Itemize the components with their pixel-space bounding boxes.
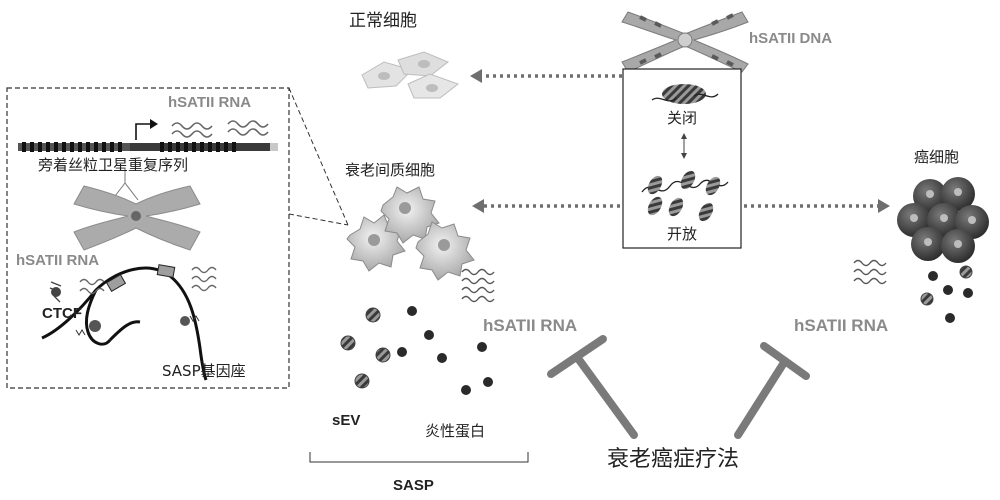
cancer-cells xyxy=(897,177,989,263)
cancer-cell-label: 癌细胞 xyxy=(914,148,960,166)
ctcf-label: CTCF xyxy=(42,305,82,322)
repeat-sequence-bar xyxy=(18,142,278,152)
sasp-label: SASP xyxy=(393,477,434,494)
transcription-start-arrow xyxy=(135,123,154,140)
senescent-stromal-cell-label: 衰老间质细胞 xyxy=(345,161,436,179)
inset-chromosome xyxy=(73,185,201,251)
arrowhead-to-cancer xyxy=(878,199,890,213)
inhibitor-right xyxy=(734,342,810,439)
open-label: 开放 xyxy=(667,225,698,243)
rna-strands-center xyxy=(461,268,495,303)
locus-block-2 xyxy=(156,264,176,278)
inhibitor-left xyxy=(547,335,638,439)
senescent-cells xyxy=(346,186,475,281)
normal-cells xyxy=(361,51,460,99)
sasp-bracket xyxy=(309,452,529,463)
locus-block-1 xyxy=(105,273,127,293)
top-chromosome xyxy=(621,11,749,73)
ctcf-symbol xyxy=(49,281,62,303)
chromatin-box xyxy=(622,68,742,249)
closed-label: 关闭 xyxy=(667,109,698,127)
inset-rna-waves xyxy=(171,120,269,138)
ctcf-dot-2 xyxy=(180,316,190,326)
normal-cell-label: 正常细胞 xyxy=(349,11,417,31)
sev-label: sEV xyxy=(332,412,361,429)
rna-strands-right xyxy=(853,259,887,285)
ctcf-dot-1 xyxy=(89,320,101,332)
arrowhead-to-senescent xyxy=(472,199,484,213)
hsatii-dna-label: hSATII DNA xyxy=(749,30,833,47)
center-hsatii-rna-label: hSATII RNA xyxy=(483,316,578,335)
sev-vesicles xyxy=(340,307,391,389)
pericentromeric-repeat-label: 旁着丝粒卫星重复序列 xyxy=(38,156,189,174)
right-hsatii-rna-label: hSATII RNA xyxy=(794,316,889,335)
inflammatory-proteins xyxy=(397,306,493,395)
open-chromatin xyxy=(641,170,729,222)
inset-lower-hsatii-rna-label: hSATII RNA xyxy=(16,252,100,269)
sasp-locus-label: SASP基因座 xyxy=(162,362,246,380)
inset-hsatii-rna-label: hSATII RNA xyxy=(168,94,252,111)
closed-chromatin xyxy=(662,84,706,104)
therapy-label: 衰老癌症疗法 xyxy=(607,447,740,472)
cancer-secreted-particles xyxy=(920,265,973,323)
inset-lower-rna-waves xyxy=(79,266,217,295)
arrowhead-to-normal xyxy=(470,69,482,83)
inset-panel xyxy=(6,87,349,389)
inflammatory-protein-label: 炎性蛋白 xyxy=(425,422,486,440)
